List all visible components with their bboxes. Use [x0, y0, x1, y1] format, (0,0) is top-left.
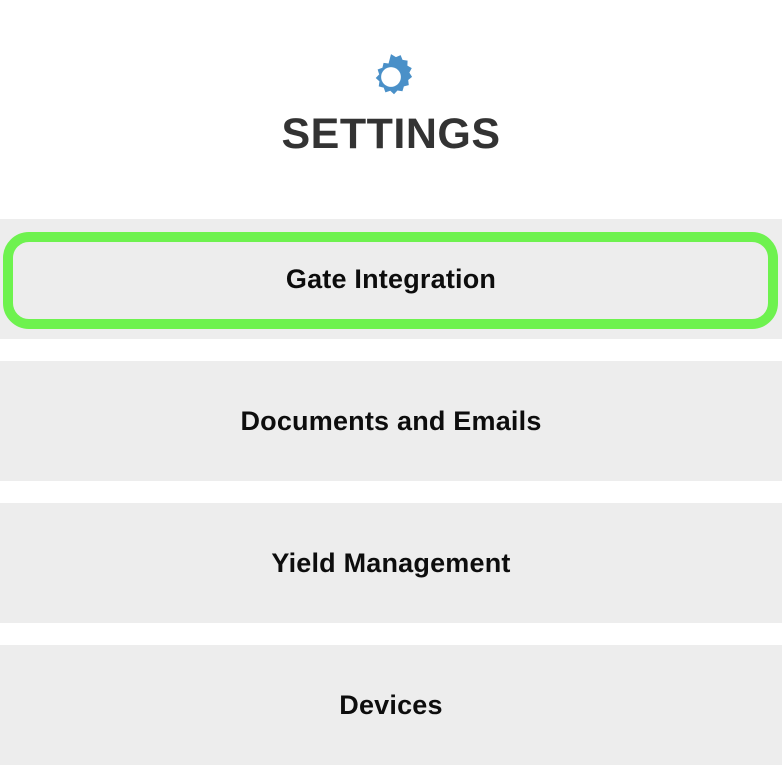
page-title: SETTINGS: [281, 110, 501, 158]
settings-header: SETTINGS: [0, 0, 782, 157]
menu-item-label: Gate Integration: [285, 263, 497, 294]
menu-item-documents-and-emails[interactable]: Documents and Emails: [0, 361, 782, 481]
settings-menu-list: Gate Integration Documents and Emails Yi…: [0, 219, 782, 765]
menu-item-label: Documents and Emails: [240, 405, 542, 436]
menu-item-label: Devices: [339, 689, 443, 720]
menu-item-label: Yield Management: [271, 547, 511, 578]
gear-icon: [365, 52, 417, 104]
menu-item-gate-integration[interactable]: Gate Integration: [0, 219, 782, 339]
menu-item-devices[interactable]: Devices: [0, 645, 782, 765]
menu-item-yield-management[interactable]: Yield Management: [0, 503, 782, 623]
